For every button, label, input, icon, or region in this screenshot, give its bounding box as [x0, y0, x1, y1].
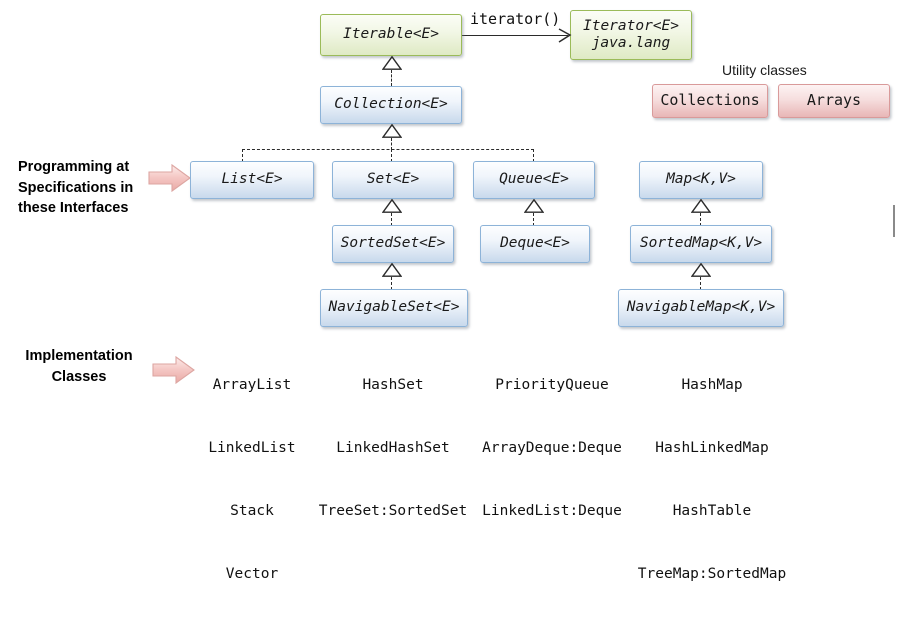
impl-list-item: HashSet [362, 377, 424, 394]
node-iterator[interactable]: Iterator<E> java.lang [570, 10, 692, 60]
connector-bus-to-set [391, 149, 392, 162]
generalization-triangle-sortedset [382, 199, 402, 213]
impl-column-set: HashSet LinkedHashSet TreeSet:SortedSet [308, 333, 478, 564]
node-set[interactable]: Set<E> [332, 161, 454, 199]
generalization-triangle-collection [382, 56, 402, 70]
connector-bus-to-queue [533, 149, 534, 162]
node-iterable[interactable]: Iterable<E> [320, 14, 462, 56]
impl-list-item: LinkedHashSet [336, 440, 450, 457]
impl-callout-arrow-icon [152, 355, 196, 390]
generalization-triangle-deque [524, 199, 544, 213]
right-edge-scroll-tick [893, 205, 895, 237]
connector-bus-horizontal [242, 149, 534, 150]
connector-iterable-iterator [460, 35, 568, 36]
impl-list-item: HashTable [672, 503, 752, 520]
node-map-label: Map<K,V> [666, 171, 736, 188]
connector-deque-queue [533, 213, 534, 226]
node-collection-label: Collection<E> [334, 96, 448, 113]
node-collections-utility[interactable]: Collections [652, 84, 768, 118]
node-collection[interactable]: Collection<E> [320, 86, 462, 124]
edge-label-iterator-call: iterator() [470, 10, 561, 28]
utility-classes-caption: Utility classes [722, 62, 807, 78]
impl-column-map: HashMap HashLinkedMap HashTable TreeMap:… [626, 333, 798, 627]
impl-list-item: LinkedList [208, 440, 296, 457]
generalization-triangle-navigableset [382, 263, 402, 277]
node-navigableset[interactable]: NavigableSet<E> [320, 289, 468, 327]
node-list-label: List<E> [221, 171, 283, 188]
impl-callout-label: Implementation Classes [6, 346, 152, 387]
node-arrays-utility[interactable]: Arrays [778, 84, 890, 118]
node-iterator-package: java.lang [591, 35, 671, 51]
connector-collection-iterable [391, 70, 392, 86]
impl-column-queue: PriorityQueue ArrayDeque:Deque LinkedLis… [478, 333, 626, 564]
connector-bus-to-list [242, 149, 243, 162]
node-set-label: Set<E> [366, 171, 420, 188]
impl-list-item: PriorityQueue [495, 377, 609, 394]
impl-column-list: ArrayList LinkedList Stack Vector [190, 333, 314, 627]
spec-callout-line1: Programming at [18, 159, 130, 175]
impl-list-item: TreeSet:SortedSet [318, 503, 468, 520]
impl-list-item: TreeMap:SortedMap [637, 566, 787, 583]
generalization-triangle-sortedmap [691, 199, 711, 213]
connector-navigableset-sortedset [391, 277, 392, 290]
node-navigablemap-label: NavigableMap<K,V> [626, 299, 776, 316]
connector-sortedset-set [391, 213, 392, 226]
generalization-triangle-navigablemap [691, 263, 711, 277]
node-deque[interactable]: Deque<E> [480, 225, 590, 263]
impl-list-item: Vector [225, 566, 279, 583]
node-deque-label: Deque<E> [500, 235, 570, 252]
connector-sortedmap-map [700, 213, 701, 226]
node-sortedmap-label: SortedMap<K,V> [639, 235, 763, 252]
spec-callout-line3: these Interfaces [18, 200, 129, 217]
node-navigableset-label: NavigableSet<E> [328, 299, 460, 316]
impl-list-item: Stack [230, 503, 274, 520]
spec-callout-arrow-icon [148, 163, 192, 198]
impl-list-item: HashMap [681, 377, 743, 394]
node-queue-label: Queue<E> [499, 171, 569, 188]
impl-callout-line2: Classes [51, 368, 107, 385]
impl-list-item: ArrayDeque:Deque [482, 440, 622, 457]
spec-callout-line2: Specifications in [18, 179, 134, 196]
node-collections-label: Collections [660, 91, 760, 110]
spec-callout-label: Programming at Specifications in these I… [18, 157, 148, 219]
arrowhead-iterator [556, 25, 572, 50]
node-sortedset-label: SortedSet<E> [340, 235, 446, 252]
node-list[interactable]: List<E> [190, 161, 314, 199]
node-sortedset[interactable]: SortedSet<E> [332, 225, 454, 263]
generalization-triangle-collection-children [382, 124, 402, 138]
impl-list-item: LinkedList:Deque [482, 503, 622, 520]
node-navigablemap[interactable]: NavigableMap<K,V> [618, 289, 784, 327]
connector-navigablemap-sortedmap [700, 277, 701, 290]
node-sortedmap[interactable]: SortedMap<K,V> [630, 225, 772, 263]
impl-list-item: HashLinkedMap [655, 440, 769, 457]
impl-callout-line1: Implementation [25, 348, 133, 364]
diagram-canvas: Iterable<E> Iterator<E> java.lang Collec… [6, 10, 895, 582]
connector-bus-stem [391, 138, 392, 150]
impl-list-item: ArrayList [212, 377, 292, 394]
node-map[interactable]: Map<K,V> [639, 161, 763, 199]
node-arrays-label: Arrays [806, 91, 862, 110]
node-queue[interactable]: Queue<E> [473, 161, 595, 199]
node-iterator-label: Iterator<E> [582, 17, 680, 34]
node-iterable-label: Iterable<E> [342, 26, 440, 43]
